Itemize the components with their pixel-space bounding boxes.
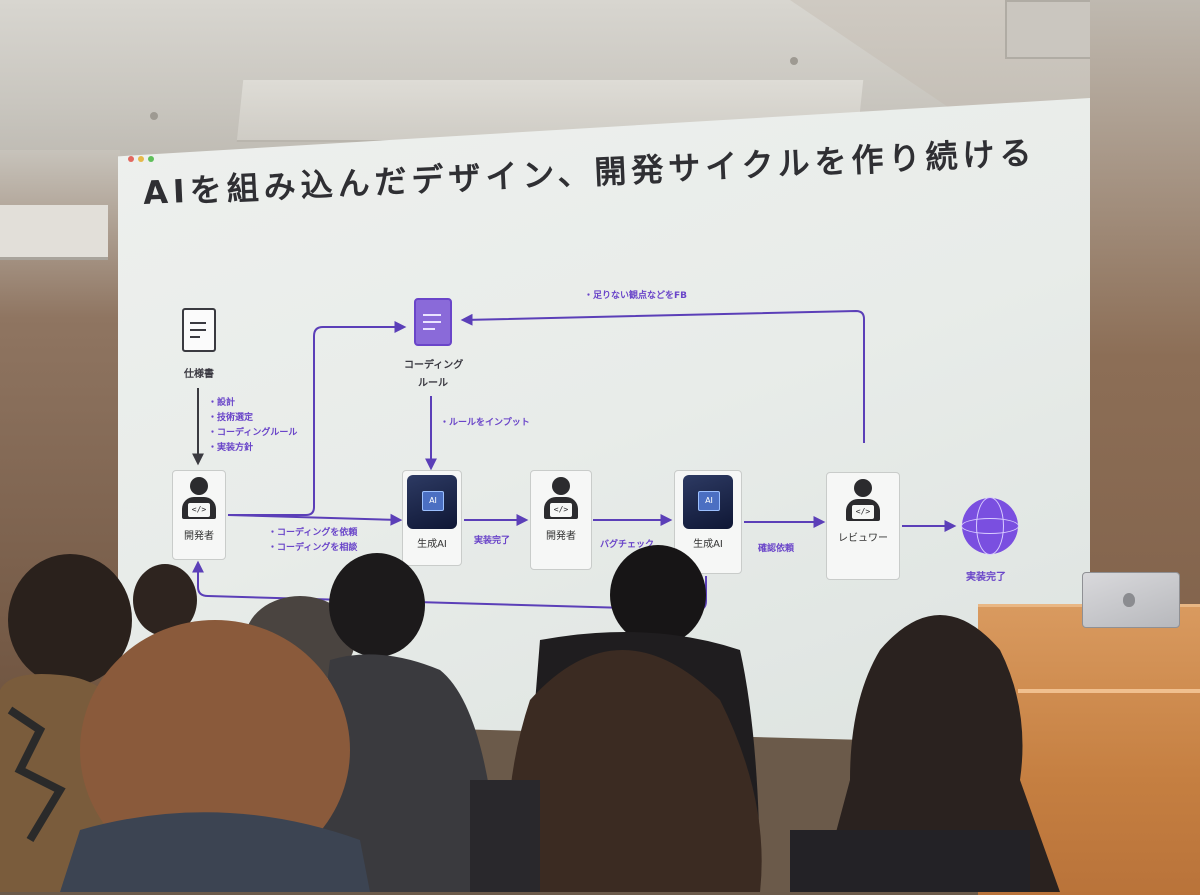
maximize-dot-icon: [148, 156, 154, 162]
genai-box: AI 生成AI: [674, 470, 742, 574]
request-note: ・コーディングを依頼: [268, 528, 358, 538]
audience-head: [610, 545, 706, 645]
reviewer-person-icon: </>: [844, 479, 882, 523]
audience: [0, 545, 1060, 892]
audience-head: [820, 615, 1060, 892]
feedback-note: ・足りない観点などをFB: [584, 291, 688, 301]
window-dots: [128, 156, 154, 162]
minimize-dot-icon: [138, 156, 144, 162]
genai-box: AI 生成AI: [402, 470, 462, 566]
reviewer-label: レビュワー: [838, 533, 888, 544]
coding-rule-document-icon: [414, 298, 452, 346]
ai-head-icon: AI: [407, 475, 457, 529]
globe-icon: [961, 497, 1019, 555]
genai2-label: 生成AI: [693, 539, 723, 550]
impl-done-arrow-label: 実装完了: [474, 536, 511, 546]
coding-rule-label-line1: コーディング: [404, 360, 464, 371]
audience-head: [8, 554, 132, 686]
reviewer-box: </> レビュワー: [826, 472, 900, 580]
developer2-label: 開発者: [546, 531, 576, 542]
developer-person-icon: </>: [180, 477, 218, 521]
genai-label: 生成AI: [417, 539, 447, 550]
request-note: ・コーディングを相談: [268, 543, 358, 553]
document-icon: [182, 308, 216, 352]
ceiling-light: [150, 112, 158, 120]
developer-box: </> 開発者: [172, 470, 226, 560]
spec-label: 仕様書: [184, 369, 214, 380]
audience-head: [329, 553, 425, 657]
audience-head: [507, 650, 762, 892]
spec-bullet: ・設計: [208, 398, 236, 408]
chair: [470, 780, 540, 892]
spec-bullets: ・設計 ・技術選定 ・コーディングルール ・実装方針: [208, 396, 297, 456]
ai-head-icon: AI: [683, 475, 733, 529]
input-rule-note: ・ルールをインプット: [440, 418, 530, 428]
developer-label: 開発者: [184, 531, 214, 542]
request-notes: ・コーディングを依頼 ・コーディングを相談: [268, 526, 357, 556]
developer-person-icon: </>: [542, 477, 580, 521]
final-label: 実装完了: [966, 572, 1006, 583]
developer-box: </> 開発者: [530, 470, 592, 570]
apple-logo-icon: [1123, 593, 1135, 607]
audience-head: [80, 620, 350, 880]
flow-arrows: [192, 309, 957, 612]
spec-bullet: ・実装方針: [208, 443, 254, 453]
ceiling-light: [790, 57, 798, 65]
chair: [790, 830, 1030, 892]
bug-check-arrow-label: バグチェック: [600, 540, 655, 550]
audience-body: [300, 654, 500, 892]
audience-body: [60, 812, 370, 892]
spec-bullet: ・技術選定: [208, 413, 254, 423]
spec-bullet: ・コーディングルール: [208, 428, 298, 438]
coding-rule-label-line2: ルール: [418, 378, 448, 389]
wall-shelf: [0, 205, 108, 260]
audience-head: [133, 564, 197, 636]
laptop: [1082, 572, 1180, 628]
close-dot-icon: [128, 156, 134, 162]
review-request-arrow-label: 確認依頼: [758, 544, 795, 554]
